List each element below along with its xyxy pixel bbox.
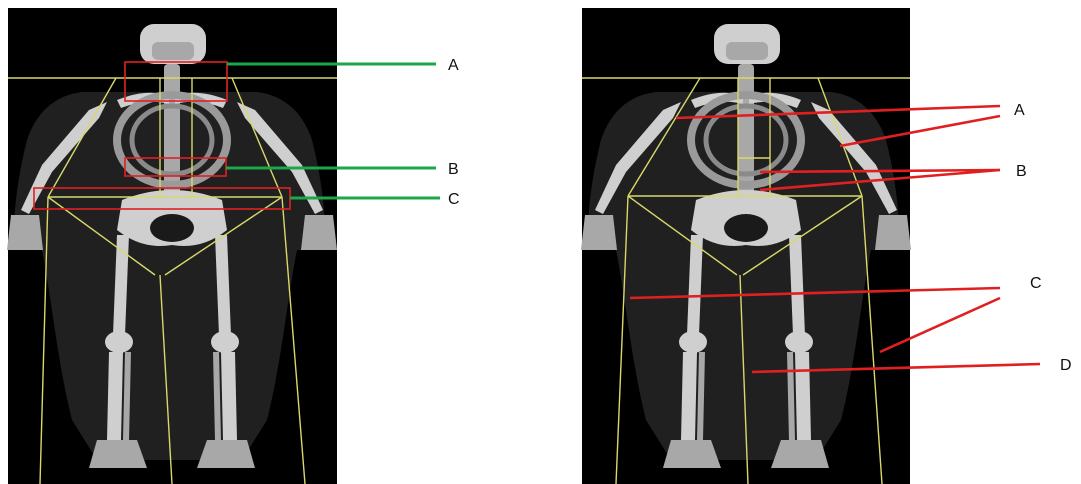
label-b: B [448, 161, 459, 178]
right-panel: A B C D [581, 8, 1072, 484]
label-b-right: B [1016, 163, 1027, 180]
label-a: A [448, 57, 459, 74]
label-d-right: D [1060, 357, 1072, 374]
label-c-right: C [1030, 275, 1042, 292]
label-a-right: A [1014, 102, 1025, 119]
left-panel: A B C [7, 8, 460, 484]
label-c: C [448, 191, 460, 208]
